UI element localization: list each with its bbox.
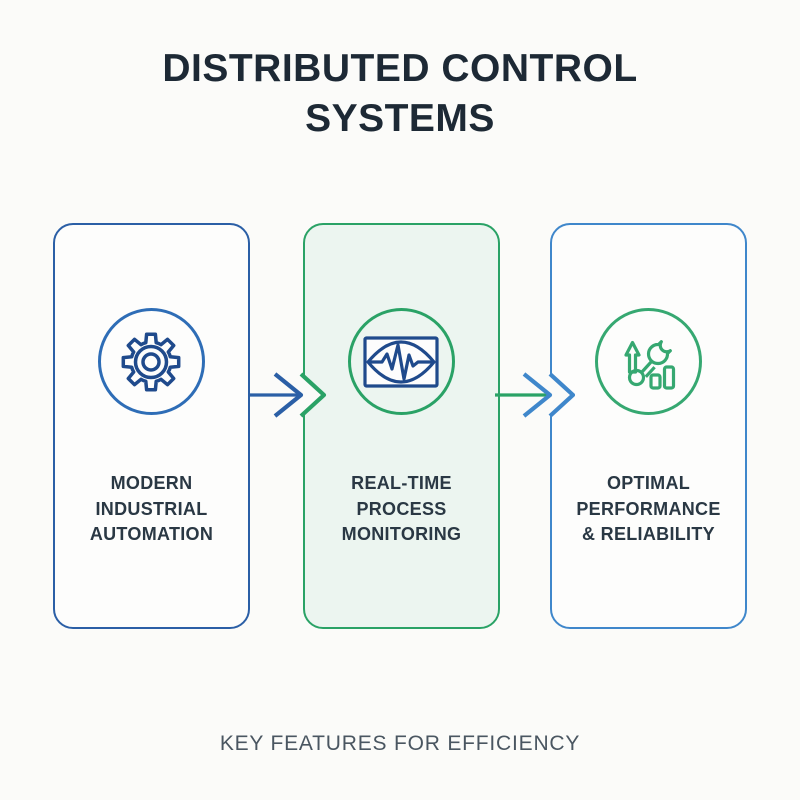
card-label: MODERN INDUSTRIAL AUTOMATION <box>55 471 248 548</box>
card-label-line: OPTIMAL <box>606 473 691 493</box>
border-notch <box>548 372 575 418</box>
footer-caption: KEY FEATURES FOR EFFICIENCY <box>219 732 581 755</box>
card-label-line: PROCESS <box>356 498 447 519</box>
icon-circle <box>97 308 205 415</box>
icon-circle <box>594 308 702 415</box>
chevron-icon <box>522 372 553 418</box>
page-title: DISTRIBUTED CONTROL SYSTEMS <box>0 44 800 144</box>
chevron-icon <box>548 372 575 418</box>
wrench-growth-icon <box>624 339 676 390</box>
card-label-line: & RELIABILITY <box>582 524 715 544</box>
card-label-line: PERFORMANCE <box>576 498 721 519</box>
card-real-time-process-monitoring: REAL-TIME PROCESS MONITORING <box>303 223 500 629</box>
icon-circle <box>347 308 455 415</box>
eye-waveform-icon <box>363 335 439 388</box>
card-label-line: INDUSTRIAL <box>95 498 208 519</box>
card-label: OPTIMAL PERFORMANCE & RELIABILITY <box>552 471 745 548</box>
page-title-line-2: SYSTEMS <box>305 97 495 140</box>
card-label-line: REAL-TIME <box>351 473 452 493</box>
card-label-line: MONITORING <box>341 524 462 544</box>
gear-icon <box>121 332 181 391</box>
card-modern-industrial-automation: MODERN INDUSTRIAL AUTOMATION <box>53 223 250 629</box>
card-label-line: MODERN <box>110 473 193 493</box>
card-optimal-performance-reliability: OPTIMAL PERFORMANCE & RELIABILITY <box>550 223 747 629</box>
connector-arrow-1 <box>250 372 327 418</box>
connector-arrow-2 <box>495 372 575 418</box>
border-notch <box>299 372 326 418</box>
page-title-line-1: DISTRIBUTED CONTROL <box>162 47 638 90</box>
card-label-line: AUTOMATION <box>89 524 214 544</box>
gear-outline <box>121 332 181 391</box>
chevron-icon <box>273 372 304 418</box>
chevron-icon <box>299 372 327 418</box>
card-label: REAL-TIME PROCESS MONITORING <box>305 471 498 548</box>
